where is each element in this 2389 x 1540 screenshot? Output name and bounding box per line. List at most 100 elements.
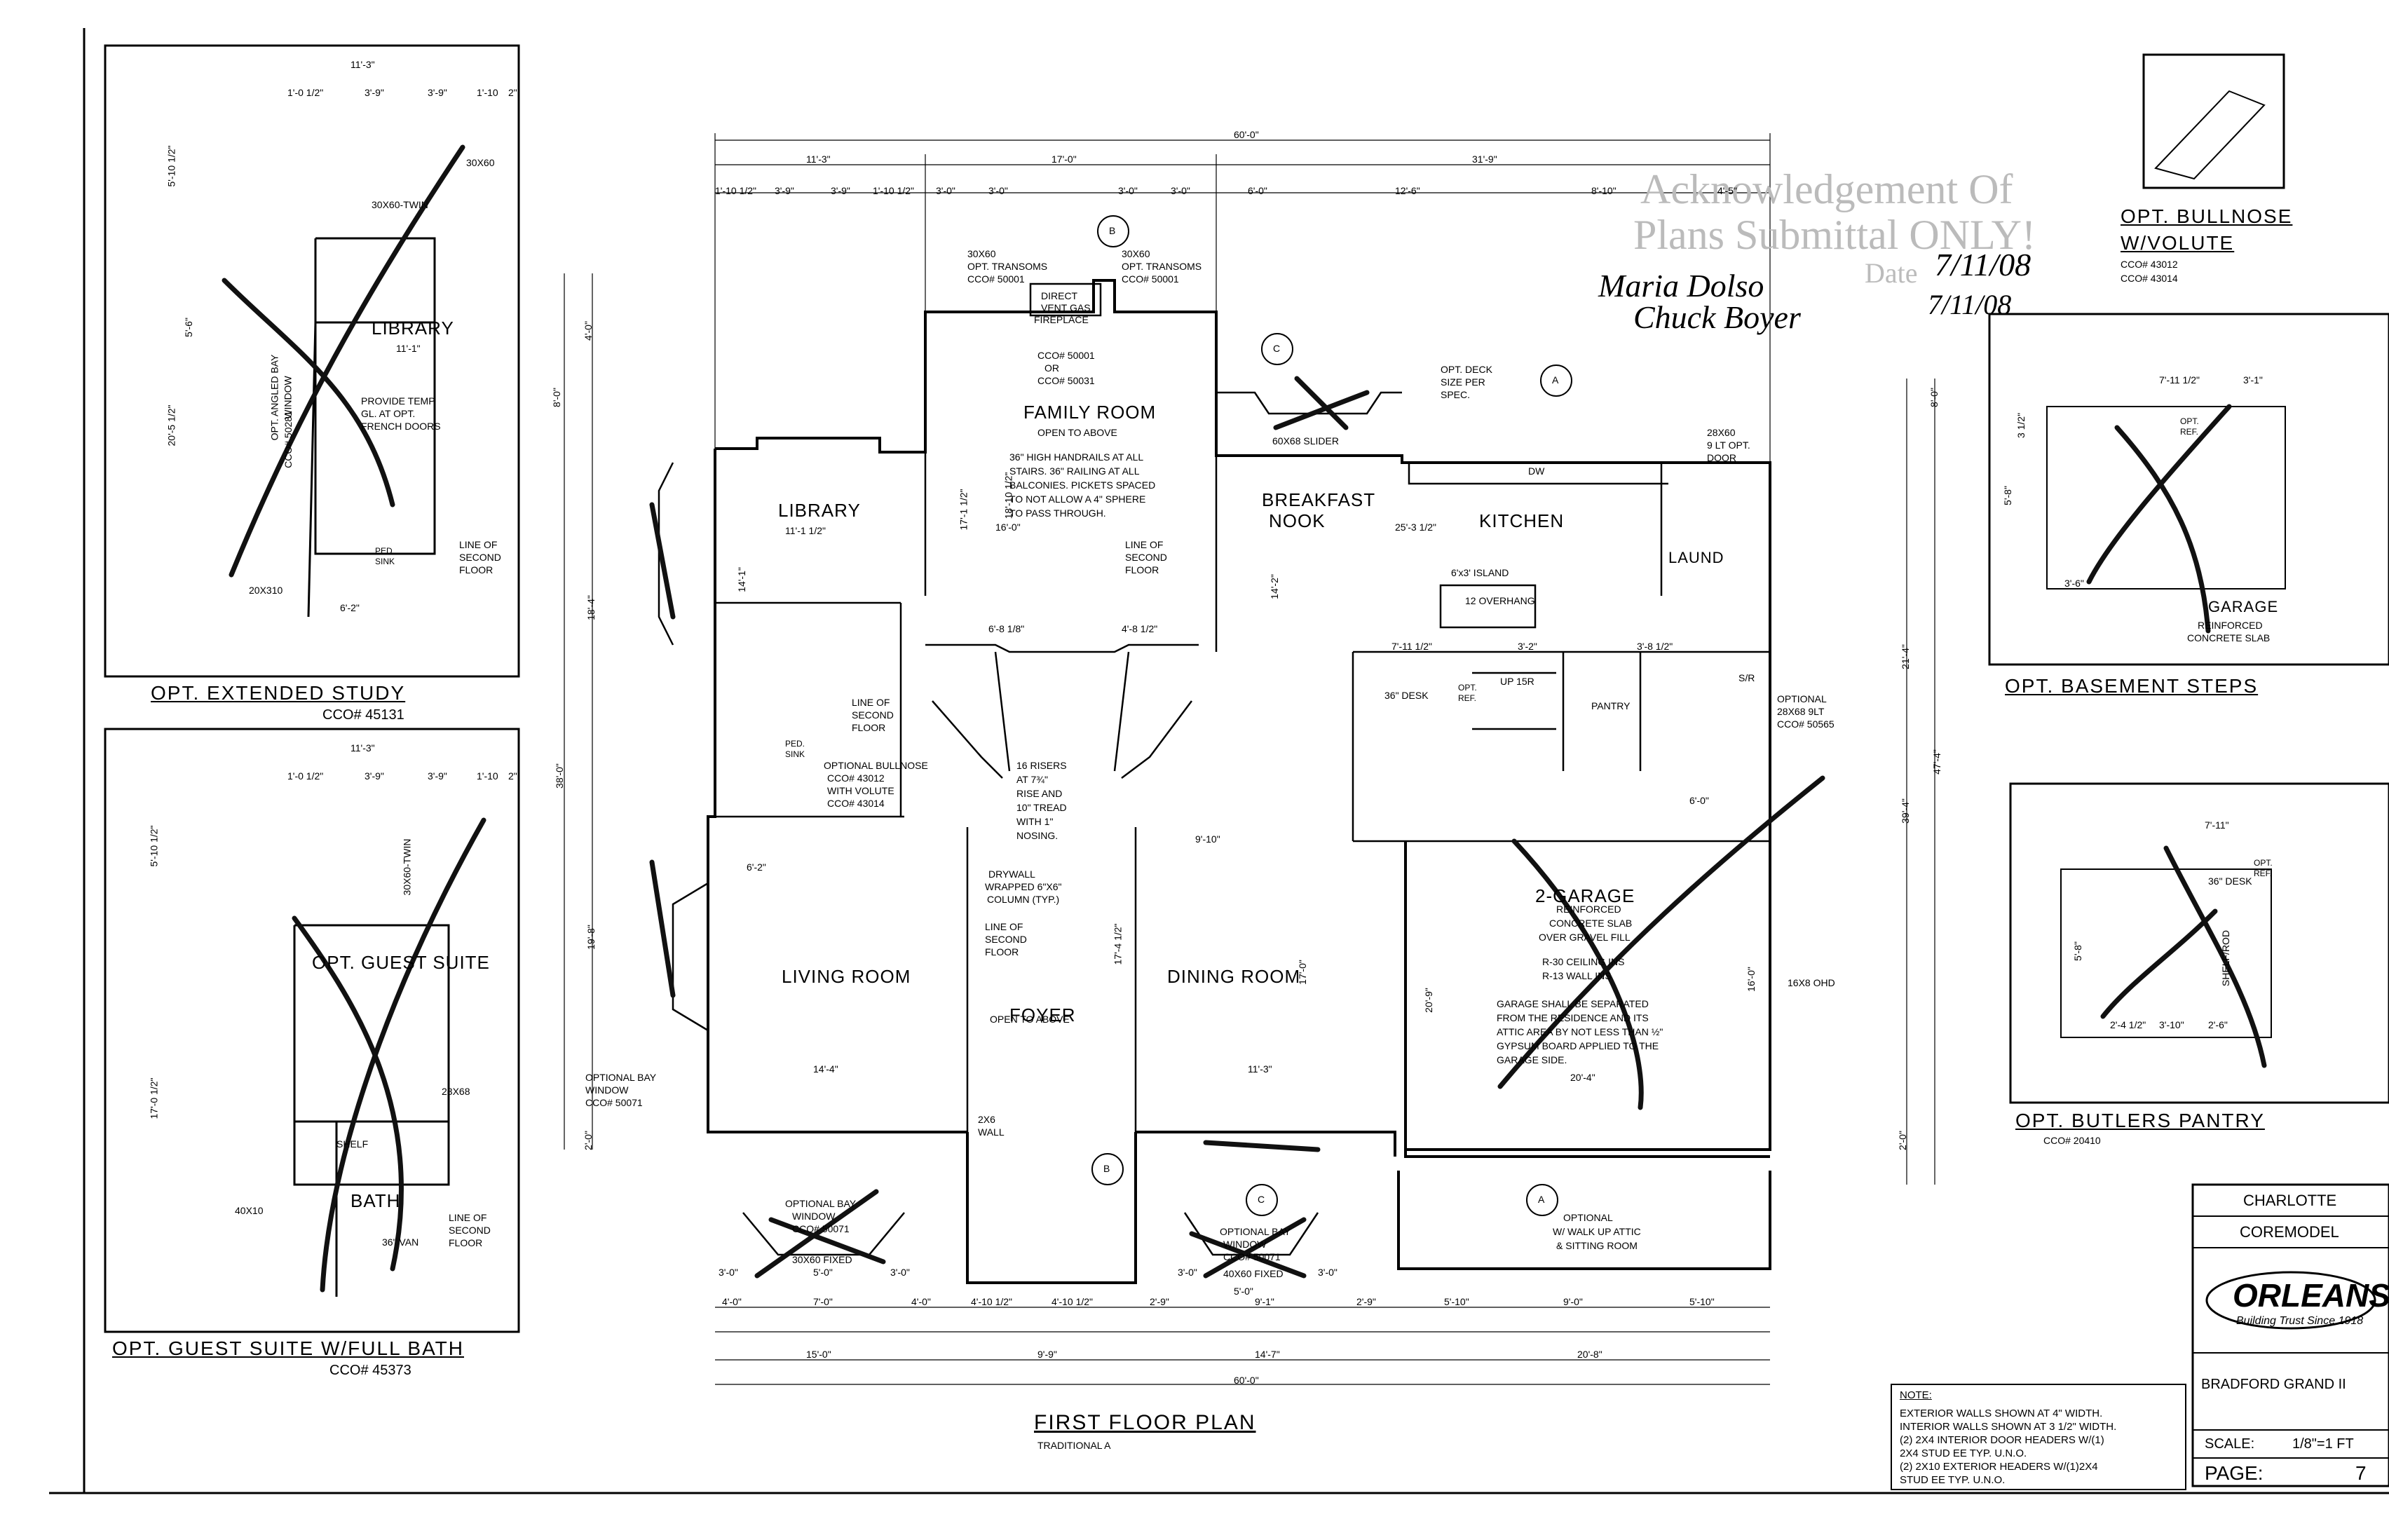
dim-int-6: 17'-0" bbox=[1296, 960, 1308, 985]
basement-dim-5: 3 1/2" bbox=[2015, 412, 2027, 439]
dim-left-6: 2'-0" bbox=[582, 1131, 594, 1150]
garage-line-1: REINFORCED bbox=[1556, 904, 1621, 915]
marker-b-top: B bbox=[1109, 225, 1116, 236]
guest-twin: 30X60-TWIN bbox=[401, 838, 413, 896]
dim-int-11: 20'-4" bbox=[1570, 1072, 1595, 1083]
plan-subtitle: TRADITIONAL A bbox=[1037, 1440, 1111, 1451]
transom-2: OPT. TRANSOMS bbox=[967, 261, 1048, 272]
ext-door-3: CCO# 50565 bbox=[1777, 718, 1835, 730]
stairs-6: NOSING. bbox=[1016, 830, 1059, 841]
drywall-3: COLUMN (TYP.) bbox=[987, 894, 1060, 905]
stairs-1: 16 RISERS bbox=[1016, 760, 1067, 771]
fireplace-cco-3: CCO# 50031 bbox=[1037, 375, 1095, 386]
dim-int-1: 16'-0" bbox=[995, 522, 1021, 533]
dim-int-17: 3'-8 1/2" bbox=[1637, 641, 1673, 652]
dim-int-2: 18'-10 1/2" bbox=[1002, 472, 1014, 519]
dim-int-14: 4'-8 1/2" bbox=[1122, 623, 1158, 634]
ref-1: OPT. bbox=[1458, 683, 1477, 693]
dim-bot3-1: 15'-0" bbox=[806, 1349, 831, 1360]
room-laund: LAUND bbox=[1668, 549, 1724, 566]
basement-dim-1: 7'-11 1/2" bbox=[2159, 374, 2200, 386]
dim-int-10: 11'-3" bbox=[1248, 1063, 1272, 1075]
inset-frame-basement bbox=[1988, 313, 2389, 666]
dim-top2-12: 4'-5" bbox=[1717, 185, 1737, 196]
room-family: FAMILY ROOM bbox=[1023, 402, 1157, 423]
dim-int-19: 6'-2" bbox=[747, 861, 766, 873]
transom-1: 30X60 bbox=[967, 248, 996, 259]
dim-overall-top: 60'-0" bbox=[1234, 129, 1259, 140]
guest-room: OPT. GUEST SUITE bbox=[312, 952, 490, 973]
line-second-2: SECOND bbox=[985, 934, 1027, 945]
room-pantry: PANTRY bbox=[1591, 700, 1631, 711]
dim-right-1: 8'-0" bbox=[1928, 388, 1940, 407]
garage-line-4: R-30 CEILING INS bbox=[1542, 956, 1625, 967]
study-row-1: 1'-0 1/2" bbox=[287, 87, 324, 98]
study-bottom-1: 20X310 bbox=[249, 585, 283, 596]
transom2-2: OPT. TRANSOMS bbox=[1122, 261, 1202, 272]
study-note-1: PROVIDE TEMP. bbox=[361, 395, 437, 407]
guest-window: 40X10 bbox=[235, 1205, 264, 1216]
dim-int-13: 6'-8 1/8" bbox=[988, 623, 1025, 634]
deck-3: SPEC. bbox=[1441, 389, 1471, 400]
study-row-5: 2" bbox=[508, 87, 517, 98]
basement-dim-3: 3'-6" bbox=[2064, 578, 2084, 589]
slider: 60X68 SLIDER bbox=[1272, 435, 1339, 447]
dim-bot2-2: 7'-0" bbox=[813, 1296, 833, 1307]
butler-dim-2: 2'-4 1/2" bbox=[2110, 1019, 2146, 1030]
dim-top2-11: 8'-10" bbox=[1591, 185, 1617, 196]
door-9lt-1: 28X60 bbox=[1707, 427, 1736, 438]
inset-frame-bullnose bbox=[2142, 53, 2285, 189]
dim-left-5: 19'-8" bbox=[585, 925, 597, 950]
dim-bot1-5: 5'-0" bbox=[1234, 1286, 1253, 1297]
marker-c-bottom: C bbox=[1258, 1194, 1265, 1205]
dim-bot2-4: 4'-10 1/2" bbox=[971, 1296, 1013, 1307]
stairs-4: 10" TREAD bbox=[1016, 802, 1067, 813]
opt-bay3-3: CCO# 50071 bbox=[585, 1097, 643, 1108]
dim-right-6: 2'-0" bbox=[1896, 1131, 1908, 1150]
dim-top-3: 31'-9" bbox=[1472, 154, 1497, 165]
basement-garage-sub-1: REINFORCED bbox=[2198, 620, 2263, 631]
ped-sink-2: SINK bbox=[785, 749, 805, 759]
dim-right-3: 47'-4" bbox=[1931, 749, 1942, 775]
study-bay-3: CCO# 50281 bbox=[282, 411, 294, 468]
dim-bot2-5: 4'-10 1/2" bbox=[1051, 1296, 1094, 1307]
inset-cco-guest-suite: CCO# 45373 bbox=[329, 1363, 411, 1378]
deck-1: OPT. DECK bbox=[1441, 364, 1492, 375]
ext-door-1: OPTIONAL bbox=[1777, 693, 1827, 704]
butler-dim-3: 3'-10" bbox=[2159, 1019, 2184, 1030]
signature-1: Maria Dolso bbox=[1598, 268, 1764, 304]
line-second-3: FLOOR bbox=[985, 946, 1019, 958]
study-line-3: FLOOR bbox=[459, 564, 494, 575]
study-bay-1: OPT. ANGLED BAY bbox=[268, 354, 280, 441]
room-garage: 2-GARAGE bbox=[1535, 885, 1635, 906]
study-window: 30X60 bbox=[466, 157, 495, 168]
line-second-1: LINE OF bbox=[985, 921, 1023, 932]
dim-int-16: 3'-2" bbox=[1518, 641, 1537, 652]
basement-garage-sub-2: CONCRETE SLAB bbox=[2187, 632, 2271, 643]
transom2-1: 30X60 bbox=[1122, 248, 1150, 259]
stamp-date-2: 7/11/08 bbox=[1928, 289, 2012, 320]
garage-line-2: CONCRETE SLAB bbox=[1549, 918, 1633, 929]
wall-2x6-1: 2X6 bbox=[978, 1114, 995, 1125]
opt-bay3-1: OPTIONAL BAY bbox=[585, 1072, 657, 1083]
fixed-40x60: 40X60 FIXED bbox=[1223, 1268, 1284, 1279]
guest-row-1: 1'-0 1/2" bbox=[287, 770, 324, 782]
inset-title-butlers: OPT. BUTLERS PANTRY bbox=[2015, 1110, 2265, 1131]
bullnose-1: OPTIONAL BULLNOSE bbox=[824, 760, 928, 771]
marker-c-top: C bbox=[1273, 343, 1281, 354]
study-sink-2: SINK bbox=[375, 557, 395, 566]
ext-door-2: 28X68 9LT bbox=[1777, 706, 1825, 717]
handrail-2: STAIRS. 36" RAILING AT ALL bbox=[1009, 465, 1140, 477]
notes-line-5: (2) 2X10 EXTERIOR HEADERS W/(1)2X4 bbox=[1900, 1461, 2098, 1473]
basement-dim-2: 3'-1" bbox=[2243, 374, 2263, 386]
tb-type: COREMODEL bbox=[2240, 1223, 2339, 1241]
opt-bay-2: WINDOW bbox=[792, 1211, 836, 1222]
dim-left-2: 4'-0" bbox=[582, 321, 594, 341]
inset-cco-bullnose-1: CCO# 43012 bbox=[2121, 259, 2178, 270]
dw: DW bbox=[1528, 465, 1545, 477]
dim-bot2-10: 9'-0" bbox=[1563, 1296, 1583, 1307]
tb-page-value: 7 bbox=[2355, 1462, 2367, 1484]
dim-bot2-11: 5'-10" bbox=[1689, 1296, 1715, 1307]
dim-int-3: 17'-1 1/2" bbox=[958, 489, 969, 531]
dim-right-5: 16'-0" bbox=[1745, 967, 1757, 992]
